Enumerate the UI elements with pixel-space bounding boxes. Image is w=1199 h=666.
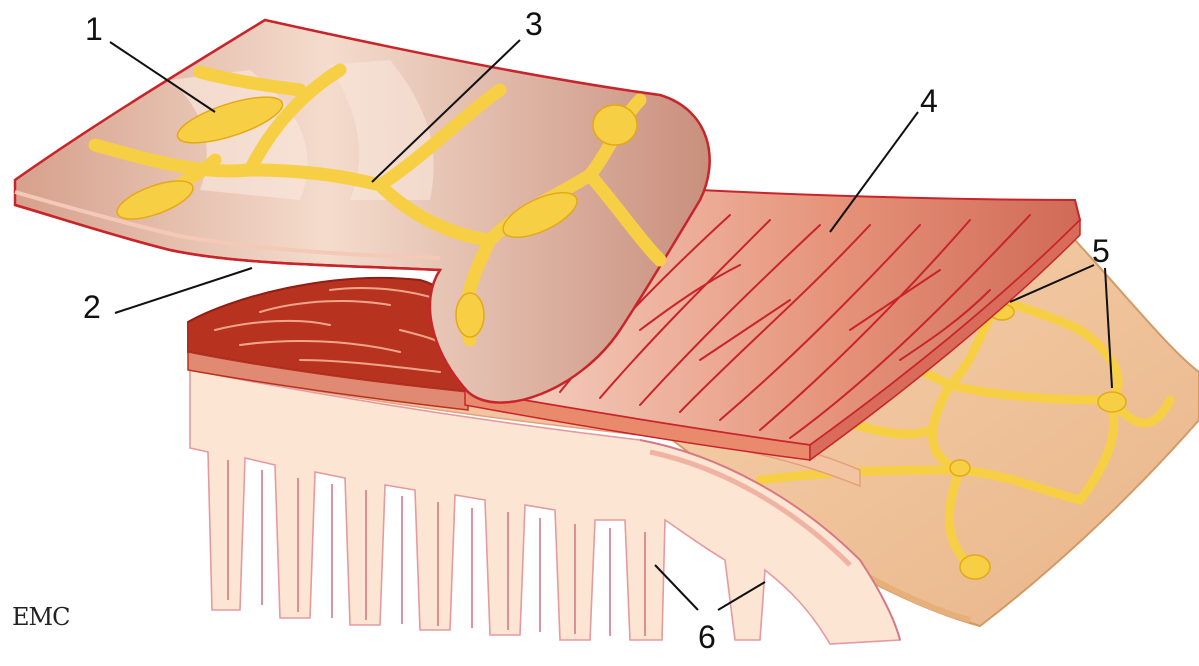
callout-4: 4 <box>920 83 938 119</box>
callout-3: 3 <box>525 6 543 42</box>
callout-1: 1 <box>85 11 103 47</box>
callout-6: 6 <box>698 619 716 655</box>
callout-5: 5 <box>1092 233 1110 269</box>
emc-logo: EMC <box>12 603 69 631</box>
callout-2: 2 <box>83 289 101 325</box>
